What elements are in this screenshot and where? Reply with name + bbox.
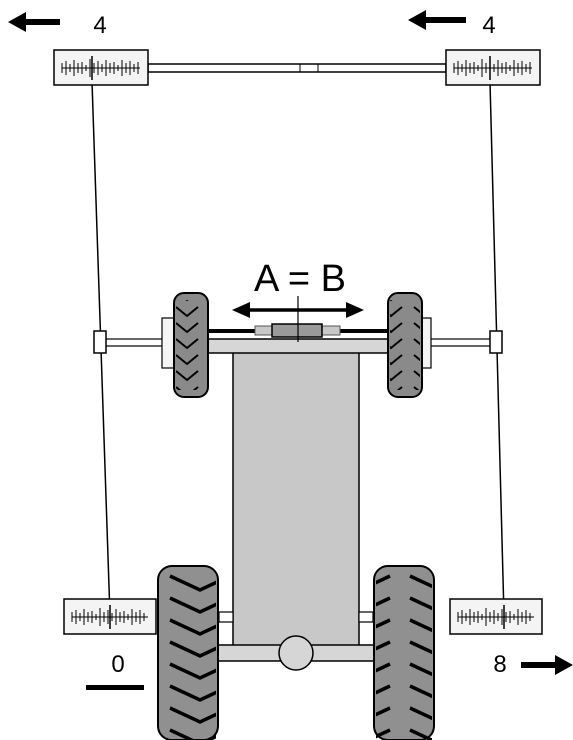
gauge-bottom-right	[449, 598, 543, 635]
top-right-reading: 4	[482, 12, 495, 39]
gauge-top-left	[53, 49, 149, 86]
front-axle	[205, 338, 389, 354]
top-left-reading: 4	[93, 12, 106, 39]
double-arrow-icon	[232, 302, 364, 318]
tie-rod-adjuster	[271, 323, 323, 338]
front-right-tire	[387, 292, 423, 398]
rear-left-tire	[157, 565, 219, 740]
tie-rod	[205, 296, 388, 342]
gauge-top-right	[445, 49, 541, 86]
left-hub	[161, 317, 175, 369]
left-string-clamp	[93, 330, 107, 354]
vehicle-body	[205, 338, 389, 671]
differential	[278, 635, 314, 671]
top-gauge-bar	[147, 63, 447, 73]
bottom-left-reading: 0	[111, 651, 124, 678]
arrow-left-icon	[8, 12, 60, 32]
bottom-right-reading: 8	[493, 651, 506, 678]
arrow-right-icon	[521, 655, 573, 675]
arrow-left-icon	[408, 10, 466, 30]
gauge-bottom-left	[63, 598, 157, 635]
zero-underline	[86, 685, 144, 690]
right-string-clamp	[489, 330, 503, 354]
front-left-tire	[173, 292, 209, 398]
rear-right-tire	[373, 565, 435, 740]
equation-label: A = B	[254, 258, 346, 300]
